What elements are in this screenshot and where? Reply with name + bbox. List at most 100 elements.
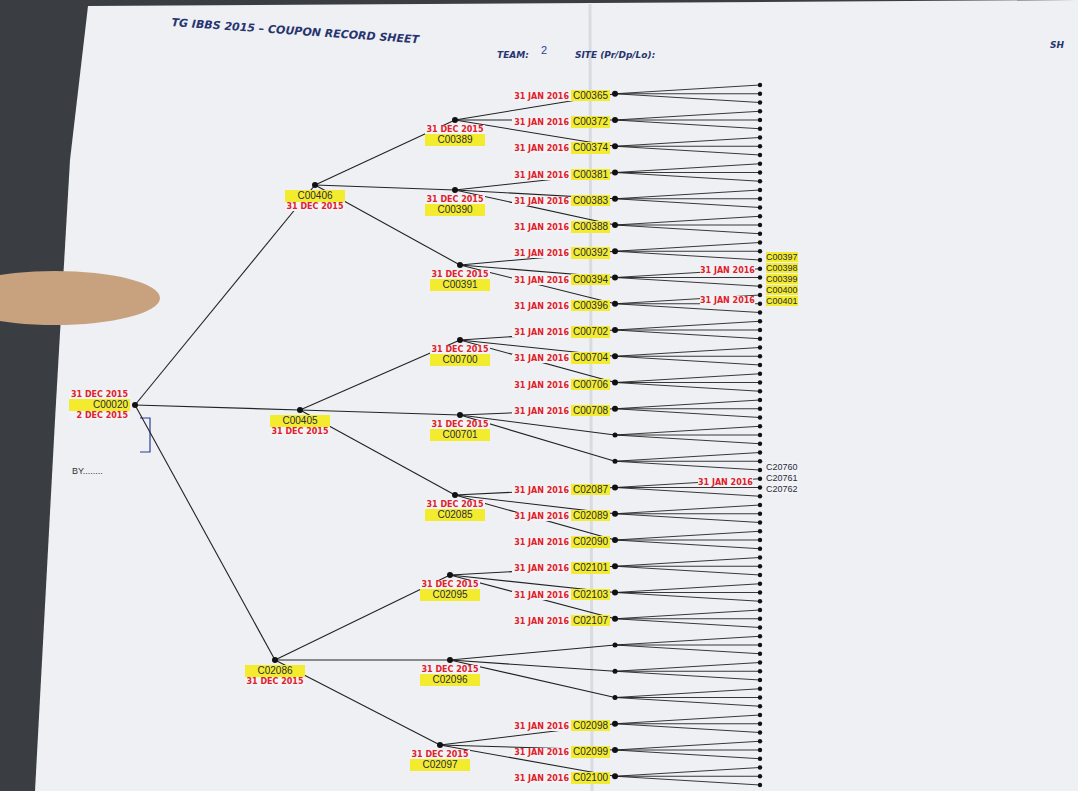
coupon-node: C0040531 DEC 2015 (270, 415, 331, 436)
node-dot (612, 301, 618, 307)
coupon-code: C00702 (571, 326, 610, 338)
leaf-dot (758, 599, 762, 603)
coupon-node: C0040631 DEC 2015 (285, 190, 346, 211)
coupon-code: C02097 (410, 759, 471, 771)
issue-date: 31 DEC 2015 (410, 750, 471, 759)
coupon-code: C00700 (430, 354, 491, 366)
leaf-dot (758, 442, 762, 446)
coupon-code: C02086 (245, 665, 306, 677)
leaf-dot (758, 520, 762, 524)
by-field: BY........ (72, 466, 103, 476)
leaf-branch (615, 479, 760, 488)
coupon-node: 31 JAN 2016C00704 (512, 347, 610, 365)
leaf-branch (615, 453, 760, 462)
coupon-code: C00383 (571, 195, 610, 207)
coupon-node: 31 JAN 2016C02089 (512, 505, 610, 523)
coupon-code: C02087 (571, 484, 610, 496)
node-dot (612, 721, 618, 727)
leaf-branch (615, 488, 760, 497)
leaf-dot (758, 704, 762, 708)
coupon-code: C02090 (571, 536, 610, 548)
issue-date: 31 JAN 2016 (512, 223, 571, 232)
node-dot (612, 563, 618, 569)
node-dot (612, 222, 618, 228)
issue-date: 31 JAN 2016 (512, 617, 571, 626)
issue-date: 31 DEC 2015 (420, 665, 481, 674)
leaf-dot (758, 188, 762, 192)
coupon-node: 31 JAN 2016C00388 (512, 216, 610, 234)
leaf-dot (758, 687, 762, 691)
leaf-branch (615, 724, 760, 733)
issue-date: 31 JAN 2016 (512, 249, 571, 258)
issue-date: 31 DEC 2015 (245, 677, 306, 686)
leaf-branch (615, 93, 760, 94)
coupon-node: 31 DEC 2015C00701 (430, 420, 491, 441)
node-dot (452, 187, 458, 193)
issue-date: 31 JAN 2016 (512, 328, 571, 337)
coupon-code: C02107 (571, 615, 610, 627)
coupon-code: C00704 (571, 352, 610, 364)
leaf-dot (758, 555, 762, 559)
leaf-branch (615, 618, 760, 619)
leaf-branch (615, 435, 760, 436)
leaf-branch (615, 146, 760, 147)
leaf-dot (758, 249, 762, 253)
coupon-code: C02098 (571, 720, 610, 732)
leaf-branch (615, 85, 760, 94)
leaf-branch (615, 356, 760, 365)
leaf-dot (758, 100, 762, 104)
leaf-branch (615, 645, 760, 654)
leaf-branch (615, 146, 760, 155)
branch-dot (613, 459, 618, 464)
empty-branch (450, 645, 615, 660)
leaf-dot (758, 730, 762, 734)
node-dot (457, 262, 463, 268)
leaf-branch (615, 487, 760, 488)
leaf-dot (758, 118, 762, 122)
coupon-code: C00394 (571, 274, 610, 286)
leaf-branch (615, 593, 760, 602)
leaf-dot (758, 713, 762, 717)
coupon-code: C20760 (766, 462, 798, 472)
leaf-dot (758, 450, 762, 454)
issue-date: 31 JAN 2016 (512, 512, 571, 521)
leaf-branch (615, 330, 760, 331)
node-dot (612, 248, 618, 254)
leaf-dot (758, 354, 762, 358)
coupon-code: C02089 (571, 510, 610, 522)
coupon-node: 31 JAN 2016C00702 (512, 321, 610, 339)
leaf-dot (758, 372, 762, 376)
coupon-code: C00396 (571, 300, 610, 312)
coupon-code: C00374 (571, 142, 610, 154)
leaf-dot (758, 144, 762, 148)
coupon-code: C00400 (766, 285, 798, 295)
coupon-node: 31 DEC 2015C02085 (425, 500, 486, 521)
leaf-branch (615, 172, 760, 173)
node-dot (457, 412, 463, 418)
leaf-branch (615, 400, 760, 409)
paper-sheet (35, 0, 1078, 791)
leaf-dot (758, 127, 762, 131)
leaf-dot (758, 92, 762, 96)
issue-date: 31 JAN 2016 (512, 354, 571, 363)
node-dot (612, 117, 618, 123)
coupon-node: 31 DEC 2015C00391 (430, 270, 491, 291)
leaf-branch (615, 558, 760, 567)
leaf-dot (758, 634, 762, 638)
leaf-branch (615, 531, 760, 540)
leaf-dot (758, 538, 762, 542)
leaf-dot (758, 643, 762, 647)
node-dot (612, 91, 618, 97)
branch-dot (613, 669, 618, 674)
node-dot (437, 742, 443, 748)
leaf-dot (758, 424, 762, 428)
node-dot (132, 402, 138, 408)
issue-date: 31 JAN 2016 (512, 276, 571, 285)
node-dot (612, 747, 618, 753)
date-note: 31 JAN 2016 (698, 478, 753, 487)
leaf-dot (758, 485, 762, 489)
leaf-branch (615, 768, 760, 777)
leaf-branch (615, 356, 760, 357)
leaf-dot (758, 170, 762, 174)
leaf-branch (615, 408, 760, 409)
